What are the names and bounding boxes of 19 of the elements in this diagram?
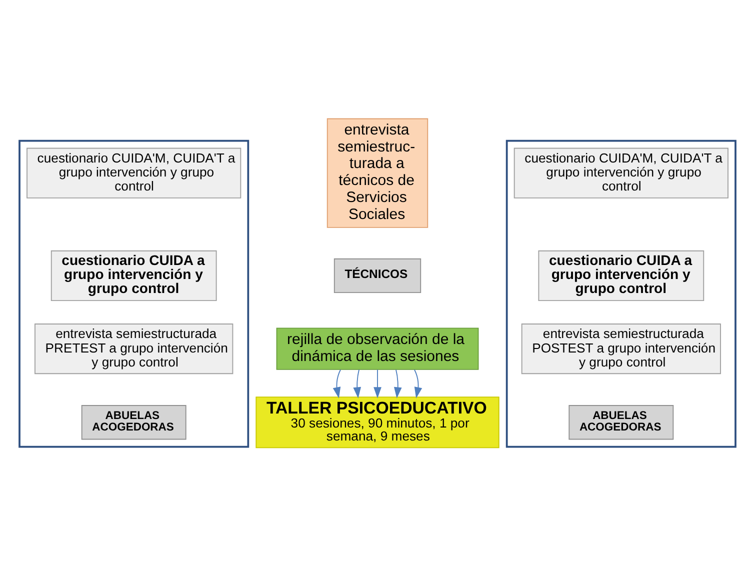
node-box: entrevista semiestructurada PRETEST a grupo intervención y grupo control xyxy=(34,323,234,374)
node-box: cuestionario CUIDA a grupo intervención y grupo control xyxy=(538,250,704,301)
node-box: ABUELAS ACOGEDORAS xyxy=(81,404,186,440)
node-box: cuestionario CUIDA'M, CUIDA'T a grupo intervención y grupo control xyxy=(514,147,728,198)
cluster xyxy=(506,139,736,448)
node-box: entrevista semiestructurada POSTEST a grupo intervención y grupo control xyxy=(521,323,721,374)
node-box: cuestionario CUIDA a grupo intervención y grupo control xyxy=(50,250,217,301)
cluster xyxy=(18,139,250,448)
arrow xyxy=(394,368,402,398)
node-box: ABUELAS ACOGEDORAS xyxy=(568,404,674,440)
arrow xyxy=(353,368,362,398)
arrow xyxy=(332,368,341,398)
arrow xyxy=(414,368,422,398)
node-box: cuestionario CUIDA'M, CUIDA'T a grupo intervención y grupo control xyxy=(26,147,242,198)
arrow xyxy=(374,368,382,398)
node-box: TALLER PSICOEDUCATIVO 30 sesiones, 90 minutos, 1 por semana, 9 meses xyxy=(256,396,500,448)
node-box: entrevista semiestruc- turada a técnicos de Servicios Sociales xyxy=(326,118,428,228)
node-box: TÉCNICOS xyxy=(334,258,422,293)
node-box: rejilla de observación de la dinámica de las sesiones xyxy=(276,327,479,370)
